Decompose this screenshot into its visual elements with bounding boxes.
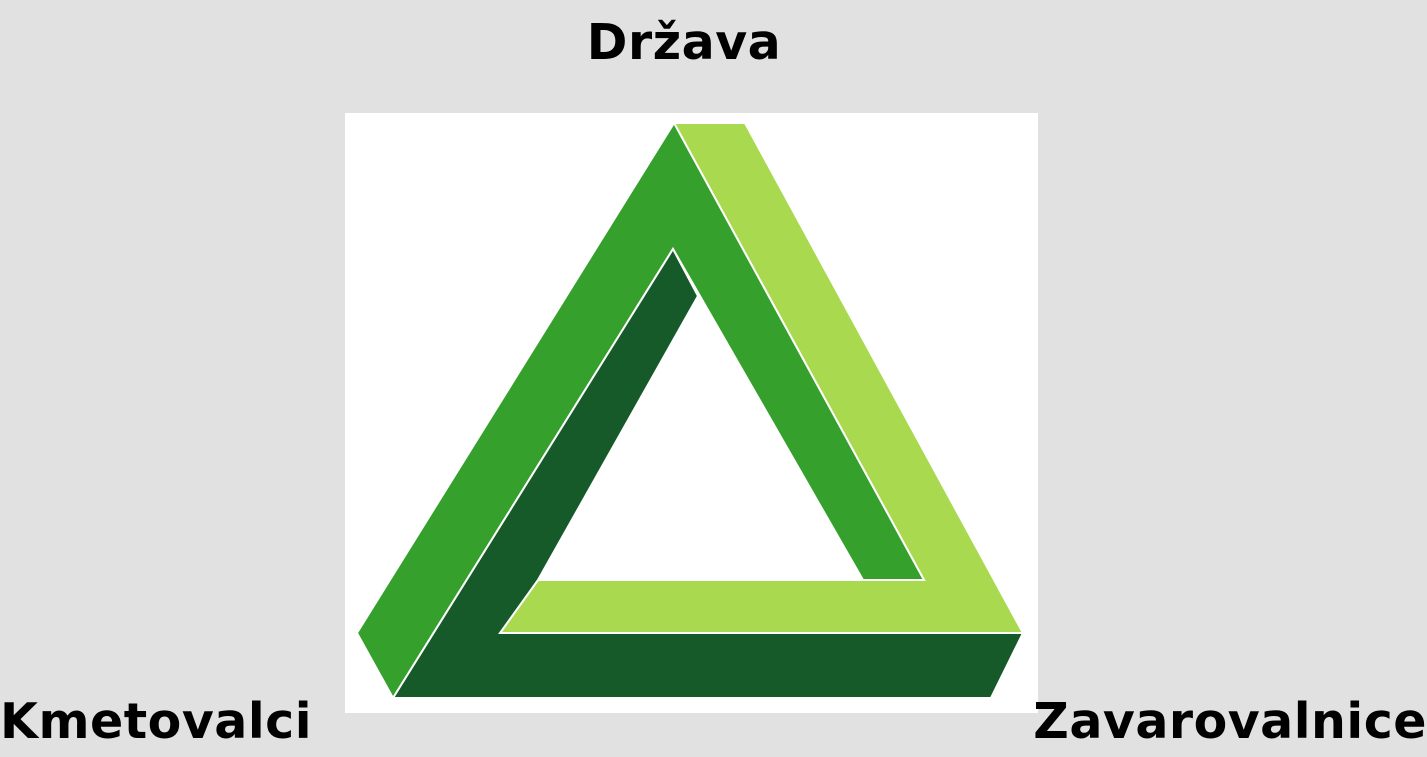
label-left: Kmetovalci [0, 697, 312, 746]
label-top: Država [0, 18, 1368, 67]
label-right: Zavarovalnice [1033, 697, 1427, 746]
impossible-triangle [345, 113, 1038, 713]
triangle-panel [345, 113, 1038, 713]
